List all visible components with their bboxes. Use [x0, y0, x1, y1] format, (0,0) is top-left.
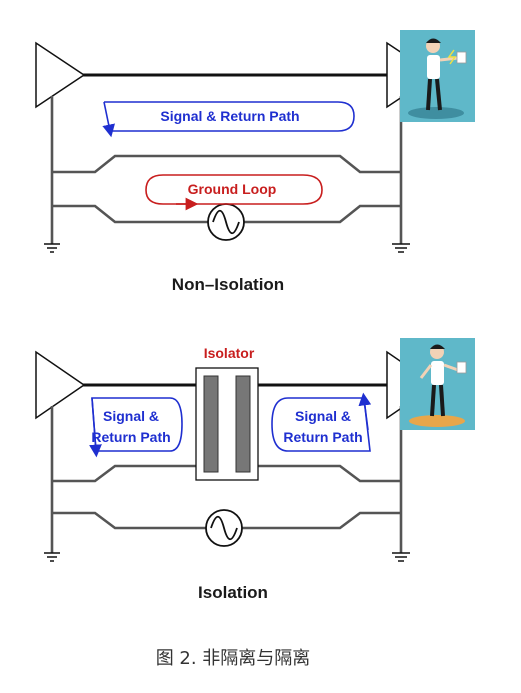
amplifier-left-icon	[35, 41, 86, 109]
signal-return-label: Signal & Return Path	[160, 108, 299, 124]
right-loop-label-line2: Return Path	[283, 429, 362, 445]
ground-left-icon	[44, 552, 60, 562]
ground-right-icon	[392, 552, 410, 562]
left-loop-label-line1: Signal &	[103, 408, 159, 424]
left-loop-label-line2: Return Path	[91, 429, 170, 445]
signal-return-loop	[104, 101, 355, 132]
person-shock-icon	[400, 30, 475, 122]
amplifier-left-icon	[35, 350, 86, 420]
isolator-label: Isolator	[204, 345, 255, 361]
right-signal-loop	[271, 397, 371, 452]
return-wire	[52, 154, 401, 174]
top-panel: Signal & Return Path Ground Loop Non–Iso…	[35, 30, 475, 294]
ground-loop	[145, 174, 323, 205]
right-loop-label-line1: Signal &	[295, 408, 351, 424]
ground-loop-label: Ground Loop	[188, 181, 277, 197]
figure-caption: 图 2. 非隔离与隔离	[156, 648, 311, 669]
bottom-panel: Isolator Signal & Return Path Signal & R…	[35, 338, 475, 602]
person-safe-icon	[400, 338, 475, 430]
ground-left-icon	[44, 243, 60, 253]
left-signal-loop	[91, 397, 183, 452]
non-isolation-caption: Non–Isolation	[172, 275, 284, 294]
isolation-caption: Isolation	[198, 583, 268, 602]
isolator-icon	[195, 367, 259, 481]
ground-right-icon	[392, 243, 410, 253]
